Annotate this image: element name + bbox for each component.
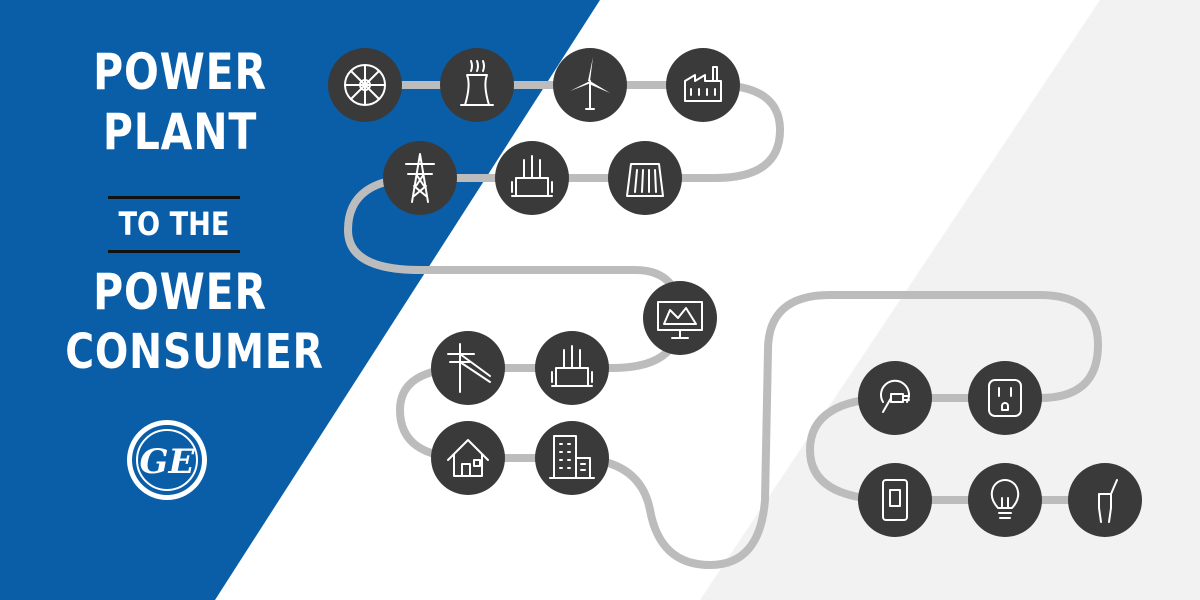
title-line-1: POWER [93, 43, 267, 101]
light-bulb-icon [968, 463, 1042, 537]
factory-icon [666, 48, 740, 122]
title-line-4: CONSUMER [65, 324, 324, 380]
wind-turbine-icon [553, 48, 627, 122]
ge-logo: GE [127, 420, 207, 500]
transformer-icon [495, 141, 569, 215]
control-center-icon [643, 281, 717, 355]
turbine-icon [328, 48, 402, 122]
transformer-icon-2 [535, 331, 609, 405]
title-line-3: POWER [93, 263, 267, 321]
transmission-tower-icon [383, 141, 457, 215]
plug-icon [858, 361, 932, 435]
title-divider-bottom [108, 250, 240, 253]
title-divider-top [108, 196, 240, 199]
dam-icon [608, 141, 682, 215]
title-line-2: PLANT [102, 103, 258, 161]
person-icon [1068, 463, 1142, 537]
outlet-icon [968, 361, 1042, 435]
light-switch-icon [858, 463, 932, 537]
cooling-tower-icon [440, 48, 514, 122]
ge-logo-text: GE [140, 442, 196, 482]
distribution-pole-icon [431, 331, 505, 405]
buildings-icon [535, 421, 609, 495]
title-connector: TO THE [118, 205, 230, 243]
house-icon [431, 421, 505, 495]
